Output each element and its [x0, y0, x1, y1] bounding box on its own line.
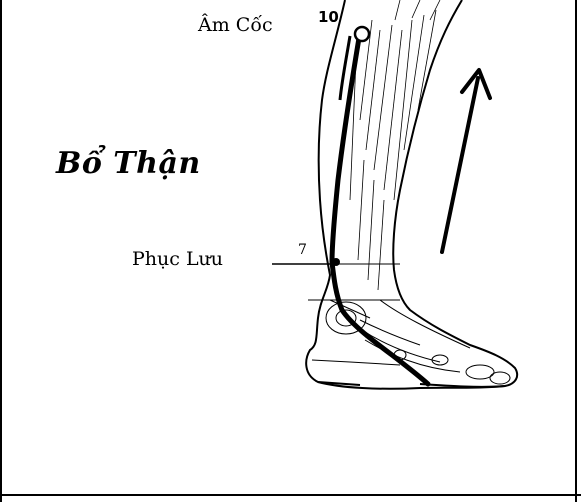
leg-back-outline	[306, 0, 360, 385]
shading-lines	[350, 0, 440, 290]
page-title: Bổ Thận	[56, 146, 201, 181]
am-coc-point-marker	[355, 27, 369, 41]
am-coc-number: 10	[318, 8, 339, 26]
phuc-luu-number: 7	[298, 242, 307, 258]
arrow-up-icon	[442, 70, 490, 252]
phuc-luu-label: Phục Lưu	[132, 248, 223, 270]
phuc-luu-point-marker	[332, 258, 340, 266]
am-coc-label: Âm Cốc	[198, 14, 273, 36]
